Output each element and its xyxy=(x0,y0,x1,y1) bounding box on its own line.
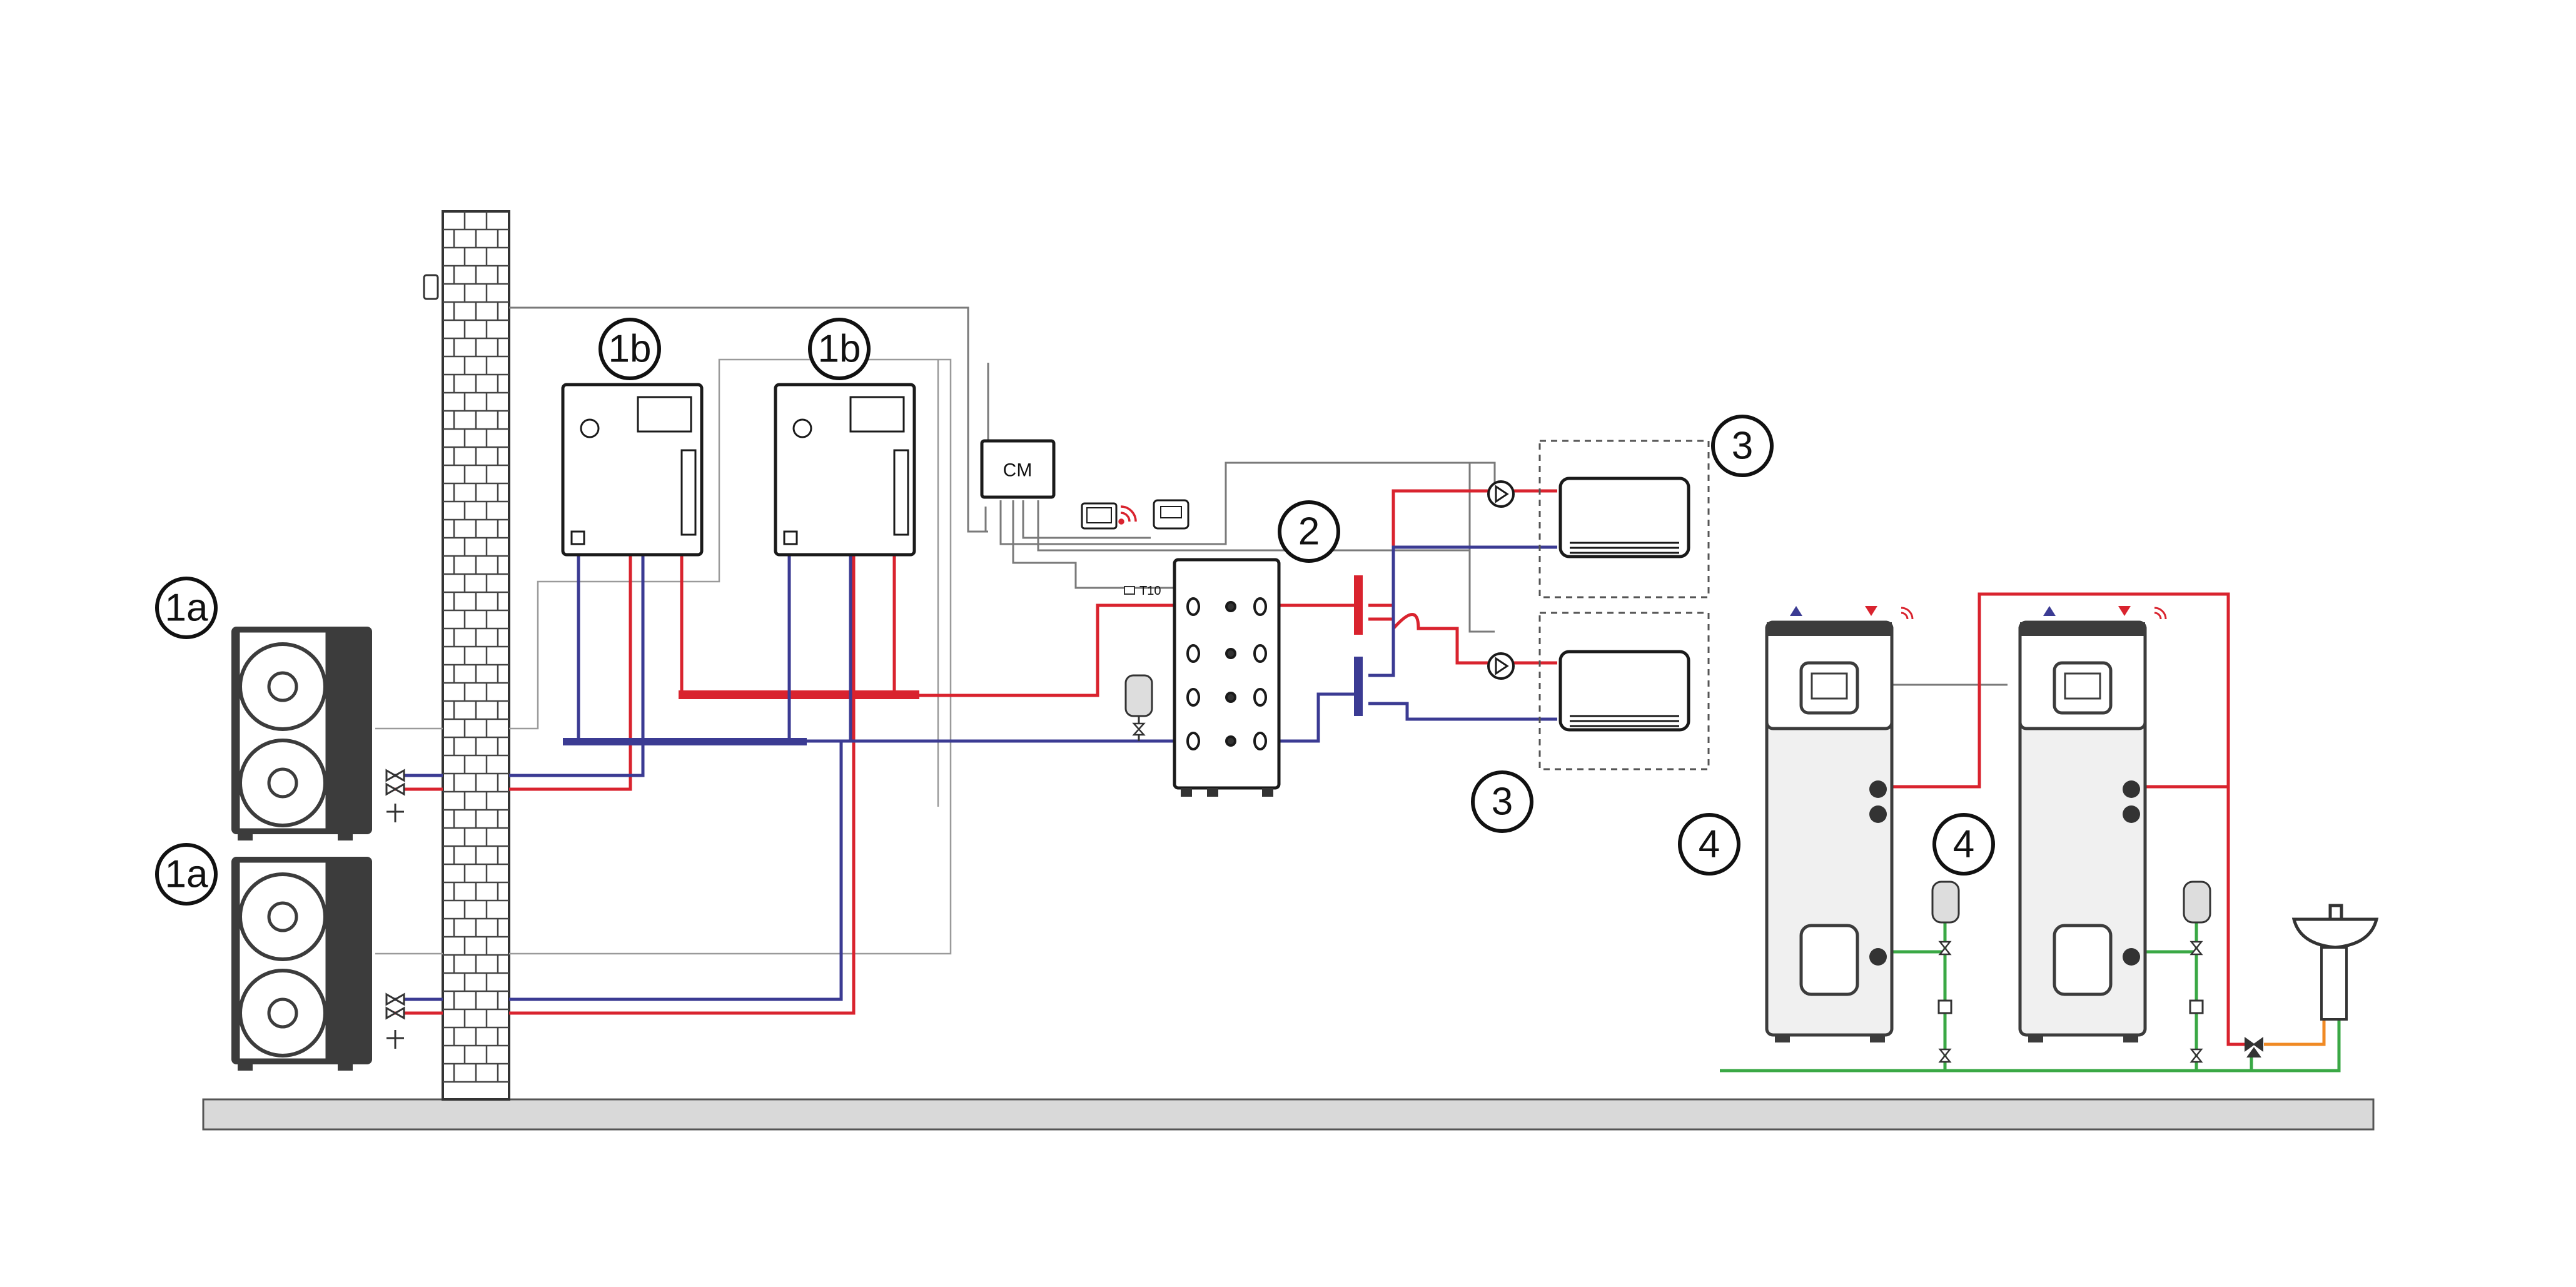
cold-header xyxy=(563,738,807,745)
fan-coil-bottom-zone xyxy=(1538,612,1710,770)
svg-text:4: 4 xyxy=(1953,823,1974,866)
bus-wiring xyxy=(375,358,952,955)
svg-text:1b: 1b xyxy=(818,328,861,371)
callout-1b-left: 1b xyxy=(599,318,661,380)
svg-text:1a: 1a xyxy=(165,587,208,630)
pump-icon xyxy=(1487,480,1515,680)
hot-manifold xyxy=(1354,575,1363,635)
indoor-unit-right xyxy=(774,383,916,557)
expansion-vessel-icon xyxy=(1931,881,2211,1063)
hot-header xyxy=(679,690,919,699)
wifi-icon xyxy=(1118,505,1137,525)
callout-4-left: 4 xyxy=(1678,813,1740,876)
svg-text:1a: 1a xyxy=(165,853,208,896)
temperature-sensor xyxy=(1124,586,1135,595)
controller-label: CM xyxy=(1003,460,1033,481)
svg-text:3: 3 xyxy=(1492,780,1513,824)
outdoor-unit-top xyxy=(231,627,372,840)
svg-text:4: 4 xyxy=(1699,823,1720,866)
svg-text:2: 2 xyxy=(1298,510,1320,553)
outdoor-unit-bottom xyxy=(231,857,372,1071)
dhw-tank-right xyxy=(2018,620,2147,1042)
brick-wall xyxy=(442,210,510,1101)
controller-module: CM xyxy=(980,439,1056,499)
callout-3-top: 3 xyxy=(1711,415,1774,477)
domestic-hot-water xyxy=(2264,1016,2326,1046)
callout-2: 2 xyxy=(1278,500,1340,563)
dhw-tank-left xyxy=(1765,620,1894,1042)
buffer-tank xyxy=(1173,558,1281,797)
sink-icon xyxy=(2291,904,2379,1021)
expansion-vessel-icon xyxy=(1124,674,1153,741)
fan-coil-top-zone xyxy=(1538,440,1710,598)
callout-1a-bottom: 1a xyxy=(155,843,218,906)
callout-4-right: 4 xyxy=(1932,813,1995,876)
svg-text:3: 3 xyxy=(1732,425,1753,468)
floor-slab xyxy=(202,1098,2375,1131)
svg-text:1b: 1b xyxy=(609,328,652,371)
cold-pipes xyxy=(391,538,1557,1001)
valve-icon xyxy=(385,769,405,1049)
callout-1b-right: 1b xyxy=(808,318,871,380)
mixing-valve-icon xyxy=(2245,1037,2263,1057)
wifi-icon xyxy=(1901,607,2167,620)
callout-3-bottom: 3 xyxy=(1471,770,1533,833)
indoor-unit-left xyxy=(561,383,704,557)
cold-manifold xyxy=(1354,657,1363,716)
outdoor-sensor xyxy=(423,274,439,300)
sensor-label: T10 xyxy=(1139,584,1161,598)
inlet-outlet-indicators xyxy=(1790,606,2131,616)
callout-1a-top: 1a xyxy=(155,577,218,639)
thermostat-icon xyxy=(1081,499,1190,530)
